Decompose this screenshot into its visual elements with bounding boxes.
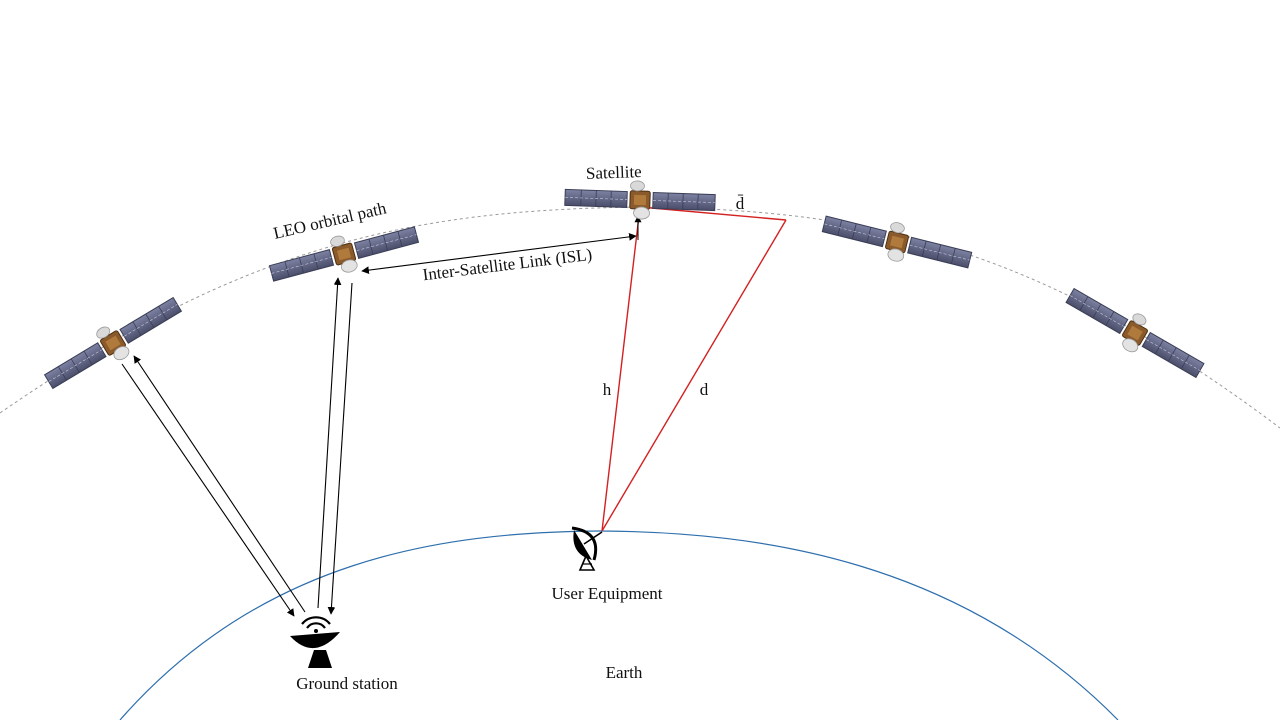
ground-station-icon <box>290 616 340 668</box>
d-line <box>601 219 787 532</box>
isl-arrow <box>361 233 637 274</box>
link-gs-to-sat1 <box>133 355 306 613</box>
d-bar-label: d̄ <box>736 194 745 213</box>
h-line <box>601 206 641 532</box>
earth-label: Earth <box>606 663 643 682</box>
leo-orbit-path <box>0 206 1280 429</box>
isl-label: Inter-Satellite Link (ISL) <box>422 245 594 285</box>
link-sat2-to-gs <box>327 282 353 615</box>
d-label: d <box>700 380 709 399</box>
link-sat1-to-gs <box>121 363 295 617</box>
user-equipment-icon <box>571 526 603 571</box>
geometry-lines <box>601 206 787 532</box>
ground-station-label: Ground station <box>296 674 398 693</box>
satellite-5 <box>1060 278 1210 388</box>
user-equipment-label: User Equipment <box>552 584 663 603</box>
h-label: h <box>603 380 612 399</box>
link-gs-to-sat2 <box>317 277 342 609</box>
ground-links <box>121 277 353 617</box>
satellite-label: Satellite <box>586 162 642 183</box>
satellite-center <box>563 177 717 223</box>
satellite-4 <box>819 204 975 280</box>
earth-outline <box>119 530 1119 720</box>
leo-orbital-path-label: LEO orbital path <box>272 198 389 243</box>
satellite-1 <box>38 287 188 399</box>
